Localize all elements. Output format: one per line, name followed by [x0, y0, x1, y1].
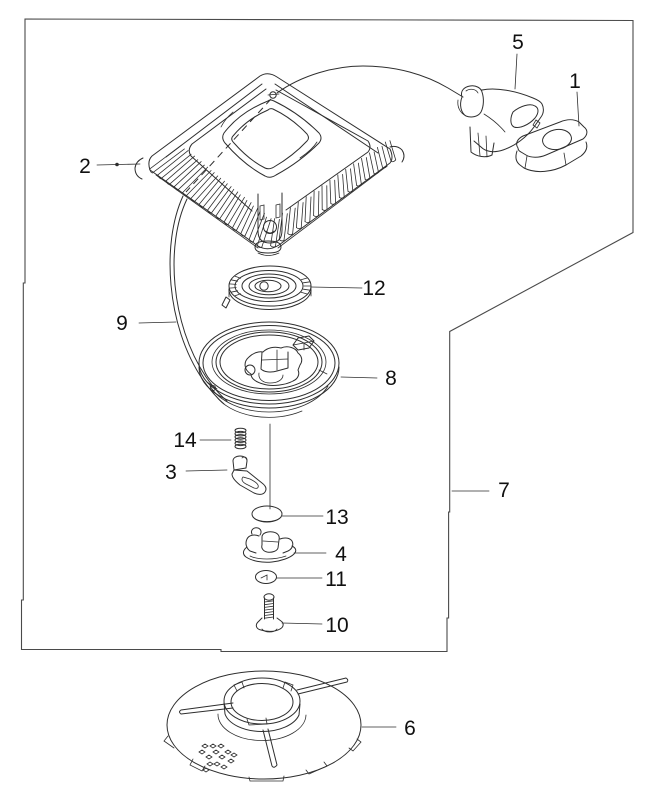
part-8-starter-pulley [198, 321, 340, 418]
part-13-washer [251, 505, 283, 523]
housing-fins-left [149, 144, 272, 248]
housing-feet [134, 145, 405, 256]
part-14-pawl-spring [234, 427, 247, 450]
diagram-boundary [20, 18, 634, 653]
part-12-recoil-spring [221, 265, 312, 310]
part-4-ratchet-guide [243, 527, 297, 563]
part-1-rope-guide-plate [515, 119, 588, 173]
callout-7: 7 [498, 479, 510, 502]
callout-3: 3 [165, 461, 177, 484]
part-6-starter-cup [163, 670, 362, 782]
rope-guide-boss [257, 192, 283, 244]
part-9-starter-rope [169, 195, 228, 405]
part-11-washer [255, 570, 277, 584]
callout-12: 12 [362, 277, 385, 300]
callout-10: 10 [325, 614, 348, 637]
callout-2: 2 [79, 155, 91, 178]
axis-dashed-line [185, 98, 272, 193]
part-3-starter-pawl [231, 455, 267, 495]
starter-rope-upper [276, 65, 464, 98]
callout-labels: 5 1 2 12 9 8 14 3 13 7 4 11 10 6 [79, 31, 581, 740]
part-10-bolt [255, 593, 284, 633]
callout-14: 14 [173, 429, 197, 452]
part-5-starter-handle [457, 85, 544, 158]
callout-13: 13 [325, 506, 348, 529]
callout-5: 5 [512, 31, 524, 54]
callout-8: 8 [385, 367, 397, 390]
callout-9: 9 [116, 312, 128, 335]
leader-lines [96, 53, 580, 728]
housing-fins-right [270, 140, 397, 248]
callout-1: 1 [569, 70, 581, 93]
bolt-threads [264, 600, 274, 619]
part-2-starter-housing [134, 73, 405, 256]
callout-6: 6 [404, 717, 416, 740]
rope-knot [267, 91, 280, 99]
callout-4: 4 [335, 543, 347, 566]
stipple-texture [198, 743, 238, 773]
callout-11: 11 [325, 568, 347, 591]
